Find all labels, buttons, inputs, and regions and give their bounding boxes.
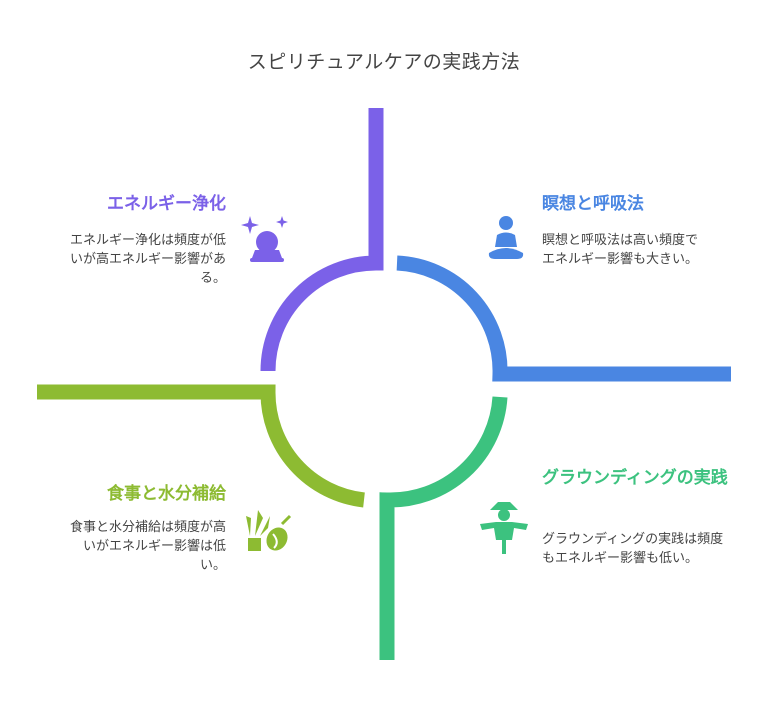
scarecrow-icon — [480, 500, 528, 554]
grounding-connector — [379, 396, 508, 660]
energy-connector — [260, 108, 384, 372]
diagram-title: スピリチュアルケアの実践方法 — [247, 51, 521, 73]
meditation-title: 瞑想と呼吸法 — [542, 194, 644, 214]
energy-title: エネルギー浄化 — [107, 194, 226, 214]
food-plant-icon — [240, 502, 294, 556]
grounding-title: グラウンディングの実践 — [542, 468, 728, 488]
diet-connector — [37, 384, 365, 508]
crystal-ball-icon — [238, 214, 290, 266]
meditation-person-icon — [486, 213, 526, 263]
diet-description: 食事と水分補給は頻度が高いがエネルギー影響は低い。 — [70, 520, 227, 573]
grounding-description: グラウンディングの実践は頻度もエネルギー影響も低い。 — [542, 532, 724, 566]
energy-description: エネルギー浄化は頻度が低いが高エネルギー影響がある。 — [70, 233, 227, 286]
diet-title: 食事と水分補給 — [107, 484, 226, 504]
meditation-description: 瞑想と呼吸法は高い頻度でエネルギー影響も大きい。 — [542, 233, 699, 267]
meditation-connector — [396, 255, 731, 382]
